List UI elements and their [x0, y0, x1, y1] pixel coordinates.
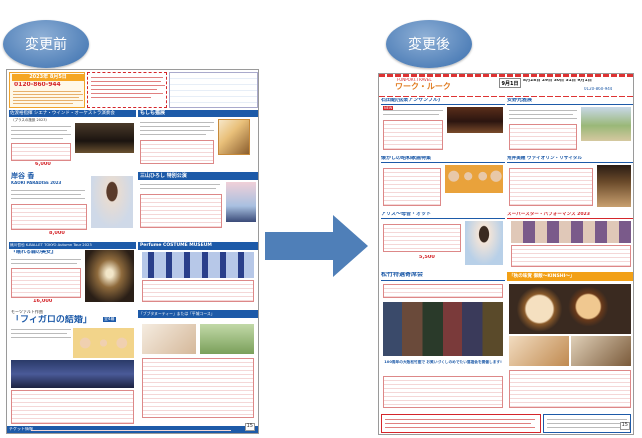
before-page: 2023年 8月5日 0120-860-944 佐渡裕指揮 シエナ・ウインド・オ…	[6, 69, 259, 434]
after-dates-line: 8月28日 29日 30日 31日 9月1日	[523, 79, 592, 83]
after-section-8: 「秋の味覚 御飯～KINSHI～」	[507, 272, 633, 412]
before-photo-orchestra-2	[11, 360, 134, 388]
after-section-5-price: 5,500	[419, 255, 435, 260]
after-section-4: 荒井美穂 ヴァイオリン・リサイタル	[507, 156, 633, 210]
before-section-8: 「ブブタヌーティー」または「平城コース」	[138, 310, 258, 428]
before-date: 2023年 8月5日	[12, 74, 84, 81]
before-footer-text: チケット情報	[9, 427, 33, 431]
before-section-6-title: Perfume COSTUME MUSEUM	[138, 242, 258, 250]
after-label: 変更後	[386, 20, 472, 68]
before-section-1: 佐渡裕指揮 シエナ・ウインド・オーケストラ演奏会 〈プラスの施設 2023〉 6…	[9, 110, 136, 170]
after-photo-showa-singers	[445, 165, 503, 193]
after-title: ワーク・ルーク	[395, 82, 451, 91]
before-section-1-price: 6,000	[35, 162, 51, 167]
after-page-number: 15	[619, 422, 630, 430]
after-photo-painting	[581, 107, 631, 141]
before-photo-opera-cast	[73, 328, 134, 358]
before-section-6: Perfume COSTUME MUSEUM	[138, 242, 258, 308]
before-section-5: 熊川哲也 K-BALLET TOKYO Autumn Tour 2023 『眠れ…	[9, 242, 136, 308]
before-section-7-badge: 全4幕	[103, 317, 116, 322]
after-header: FUNPORT.TRAVEL ワーク・ルーク	[381, 78, 493, 96]
before-photo-ballet	[85, 250, 134, 302]
after-photo-dishes	[509, 284, 631, 334]
before-photo-cat	[218, 119, 250, 155]
after-photo-violinist	[597, 165, 631, 207]
before-page-number: 15	[244, 423, 255, 431]
after-section-3-title: 懐かしの昭和歌謡特集	[381, 156, 505, 163]
after-footer-info	[543, 414, 631, 433]
after-banner: 100周年の大阪松竹座で お笑いづくしのめでたい落語会を開催します!	[384, 360, 502, 364]
before-phone: 0120-860-944	[14, 82, 61, 88]
after-section-1-title: 石田組(弦楽アンサンブル)	[381, 98, 505, 105]
before-section-1-subtitle: 〈プラスの施設 2023〉	[11, 118, 49, 122]
before-label: 変更前	[3, 20, 89, 68]
before-photo-costume	[142, 252, 254, 278]
before-section-5-price: 16,000	[33, 299, 53, 304]
after-section-7: 松竹特選寄席会 100周年の大阪松竹座で お笑いづくしのめでたい落語会を開催しま…	[381, 272, 505, 412]
after-photo-room	[571, 336, 631, 366]
before-notice	[87, 72, 167, 108]
before-section-3-title: 岸谷 香	[11, 172, 35, 180]
before-section-8-title: 「ブブタヌーティー」または「平城コース」	[138, 310, 258, 318]
after-photo-performers	[511, 221, 631, 243]
before-section-5-subtitle: 『眠れる森の美女』	[11, 250, 57, 255]
after-phone: 0120-860-944	[584, 87, 613, 91]
before-photo-singer	[91, 176, 133, 228]
after-page: FUNPORT.TRAVEL ワーク・ルーク 9月1日 8月28日 29日 30…	[378, 73, 634, 435]
after-photo-alice	[465, 221, 503, 265]
before-photo-enka	[226, 182, 256, 222]
after-photo-strings	[447, 107, 503, 133]
before-section-4-title: 三山ひろし 特別公演	[138, 172, 258, 180]
after-section-2-title: 安野光雅展	[507, 98, 633, 105]
after-photo-rakugo-performers	[383, 302, 503, 356]
before-section-4: 三山ひろし 特別公演	[138, 172, 258, 240]
after-section-6: スーパースター・パフォーマンス 2023	[507, 212, 633, 270]
before-section-3-subtitle: KAORI PARADISE 2023	[11, 181, 62, 185]
after-section-3: 懐かしの昭和歌謡特集	[381, 156, 505, 210]
before-photo-tea	[142, 324, 196, 354]
before-section-7-subtitle: 「フィガロの結婚」	[11, 315, 92, 325]
before-schedule-table	[169, 72, 258, 108]
after-section-1: 石田組(弦楽アンサンブル) NEW	[381, 98, 505, 154]
before-section-2: もしも猫展	[138, 110, 258, 170]
before-header: 2023年 8月5日 0120-860-944	[9, 72, 85, 108]
before-photo-garden	[200, 324, 254, 354]
after-section-2: 安野光雅展	[507, 98, 633, 154]
after-section-4-title: 荒井美穂 ヴァイオリン・リサイタル	[507, 156, 633, 163]
before-section-2-title: もしも猫展	[138, 110, 258, 117]
after-photo-course	[509, 336, 569, 366]
right-arrow-icon	[265, 215, 368, 277]
before-photo-orchestra	[75, 123, 134, 153]
after-section-5-title: アリス～母音・オット	[381, 212, 505, 219]
after-brand: FUNPORT.TRAVEL	[397, 78, 432, 82]
after-section-8-title: 「秋の味覚 御飯～KINSHI～」	[507, 272, 633, 281]
after-date: 9月1日	[499, 78, 521, 88]
before-section-5-title: 熊川哲也 K-BALLET TOKYO Autumn Tour 2023	[9, 242, 136, 249]
before-section-7-title: モーツァルト作曲	[11, 310, 43, 314]
before-footer: チケット情報	[7, 426, 258, 433]
after-section-5: アリス～母音・オット 5,500	[381, 212, 505, 270]
after-footer-notice	[381, 414, 541, 433]
before-section-1-title: 佐渡裕指揮 シエナ・ウインド・オーケストラ演奏会	[9, 110, 136, 117]
before-section-7: モーツァルト作曲 「フィガロの結婚」 全4幕	[9, 310, 136, 428]
after-section-7-title: 松竹特選寄席会	[381, 272, 505, 281]
before-section-3-price: 8,000	[49, 231, 65, 236]
after-section-6-title: スーパースター・パフォーマンス 2023	[507, 212, 633, 219]
before-section-3: 岸谷 香 KAORI PARADISE 2023 8,000	[9, 172, 136, 240]
